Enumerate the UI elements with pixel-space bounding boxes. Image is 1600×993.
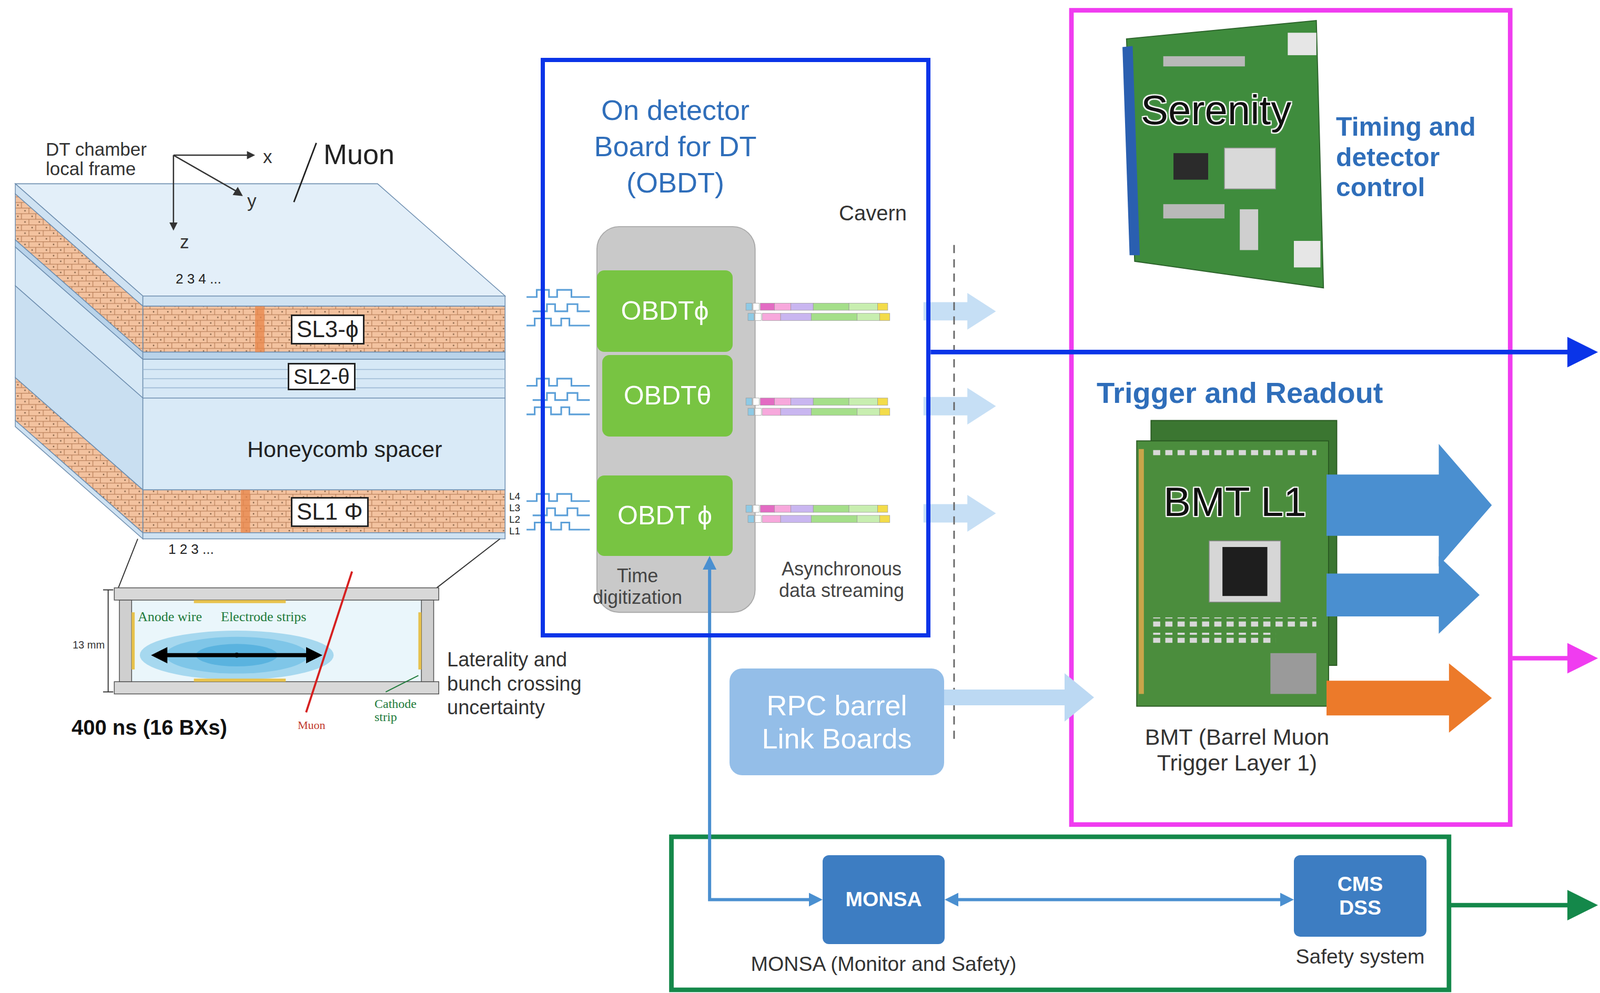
- layer-number: L2: [509, 513, 521, 526]
- data-stream: [745, 504, 890, 523]
- safety-frame: [671, 836, 1450, 990]
- box-label: RPC barrel Link Boards: [747, 689, 927, 755]
- signal-wave: [526, 493, 590, 530]
- stream-arrow: [923, 292, 997, 330]
- box-caption: Safety system: [1295, 945, 1425, 969]
- arrowhead: [1064, 673, 1095, 722]
- obdt-panel: On detector Board for DT (OBDT) OBDTϕOBDT…: [540, 57, 931, 638]
- layer-number: L3: [509, 502, 521, 514]
- timing-note: 400 ns (16 BXs): [71, 715, 228, 740]
- stream-arrow: [923, 387, 997, 425]
- axis-label: x: [262, 146, 273, 168]
- leader-lines: [118, 539, 501, 589]
- obdt-crate: [596, 226, 756, 613]
- board-caption: BMT (Barrel Muon Trigger Layer 1): [1126, 724, 1348, 777]
- arrowhead: [944, 893, 959, 907]
- backend-frame: [1071, 10, 1511, 825]
- signal-wave: [526, 378, 590, 415]
- panel-title: On detector Board for DT (OBDT): [564, 92, 786, 201]
- monitor-box: MONSAMONSA (Monitor and Safety): [822, 855, 945, 945]
- box-caption: MONSA (Monitor and Safety): [750, 952, 1017, 977]
- box-label: CMS DSS: [1320, 872, 1400, 920]
- part-label: Electrode strips: [220, 609, 307, 625]
- superlayer-label: SL3-ϕ: [290, 314, 365, 345]
- output-arrows: [930, 336, 1598, 921]
- serenity-board: [1122, 20, 1324, 288]
- connector: [944, 893, 1294, 907]
- arrowhead: [1280, 893, 1294, 907]
- arrowhead: [808, 893, 823, 907]
- superlayer-label: SL1 Φ: [290, 497, 369, 528]
- connector-line: [944, 689, 1071, 706]
- board-label: OBDTϕ: [621, 296, 710, 327]
- drift-cell: [103, 571, 439, 713]
- data-stream: [745, 302, 890, 321]
- serenity-card: SerenityTiming and detector control: [1115, 15, 1510, 290]
- part-label: Anode wire: [137, 609, 202, 625]
- frame-label: DT chamber local frame: [45, 139, 159, 179]
- function-label: Asynchronous data streaming: [765, 558, 918, 602]
- safety-box: CMS DSSSafety system: [1293, 855, 1427, 937]
- cell-numbers: 2 3 4 ...: [175, 271, 222, 288]
- obdt-board: OBDTϕ: [596, 270, 733, 352]
- function-label: Time digitization: [574, 564, 701, 609]
- part-label: Honeycomb spacer: [245, 436, 444, 463]
- layer-number: L4: [509, 490, 521, 503]
- axes: [169, 150, 256, 231]
- dt-chamber: [15, 183, 505, 539]
- cavern-boundary: [953, 245, 955, 746]
- link-board-box: RPC barrel Link Boards: [729, 668, 945, 776]
- muon-track: [294, 143, 317, 203]
- section-heading: Trigger and Readout: [1096, 376, 1384, 410]
- bmt-board: [1136, 420, 1492, 733]
- arrowhead: [702, 555, 717, 570]
- bmt-card: Trigger and ReadoutBMT L1 BMT (Barrel Muo…: [1094, 376, 1510, 792]
- note: Laterality and bunch crossing uncertaint…: [447, 647, 616, 721]
- zone-label: Cavern: [838, 200, 907, 226]
- data-stream: [745, 398, 890, 416]
- connector: [944, 673, 1095, 722]
- dimension-label: 13 mm: [72, 639, 105, 652]
- stream-arrow: [923, 494, 997, 532]
- box-label: MONSA: [845, 887, 922, 912]
- layer-number: L1: [509, 525, 521, 538]
- particle-label: Muon: [323, 137, 395, 171]
- obdt-board: OBDT ϕ: [596, 475, 733, 556]
- axis-label: z: [179, 231, 190, 253]
- board-label: OBDT ϕ: [617, 500, 713, 532]
- superlayer-label: SL2-θ: [287, 362, 356, 391]
- axis-label: y: [247, 190, 257, 212]
- connector-line: [955, 898, 1283, 902]
- obdt-board: OBDTθ: [602, 355, 733, 437]
- board-name: BMT L1: [1163, 481, 1307, 523]
- particle-label: Muon: [297, 718, 326, 732]
- signal-wave: [526, 289, 590, 326]
- cell-numbers: 1 2 3 ...: [168, 541, 215, 558]
- section-heading: Timing and detector control: [1335, 112, 1505, 204]
- part-label: Cathode strip: [374, 697, 433, 724]
- board-label: OBDTθ: [623, 380, 712, 412]
- board-name: Serenity: [1140, 89, 1292, 131]
